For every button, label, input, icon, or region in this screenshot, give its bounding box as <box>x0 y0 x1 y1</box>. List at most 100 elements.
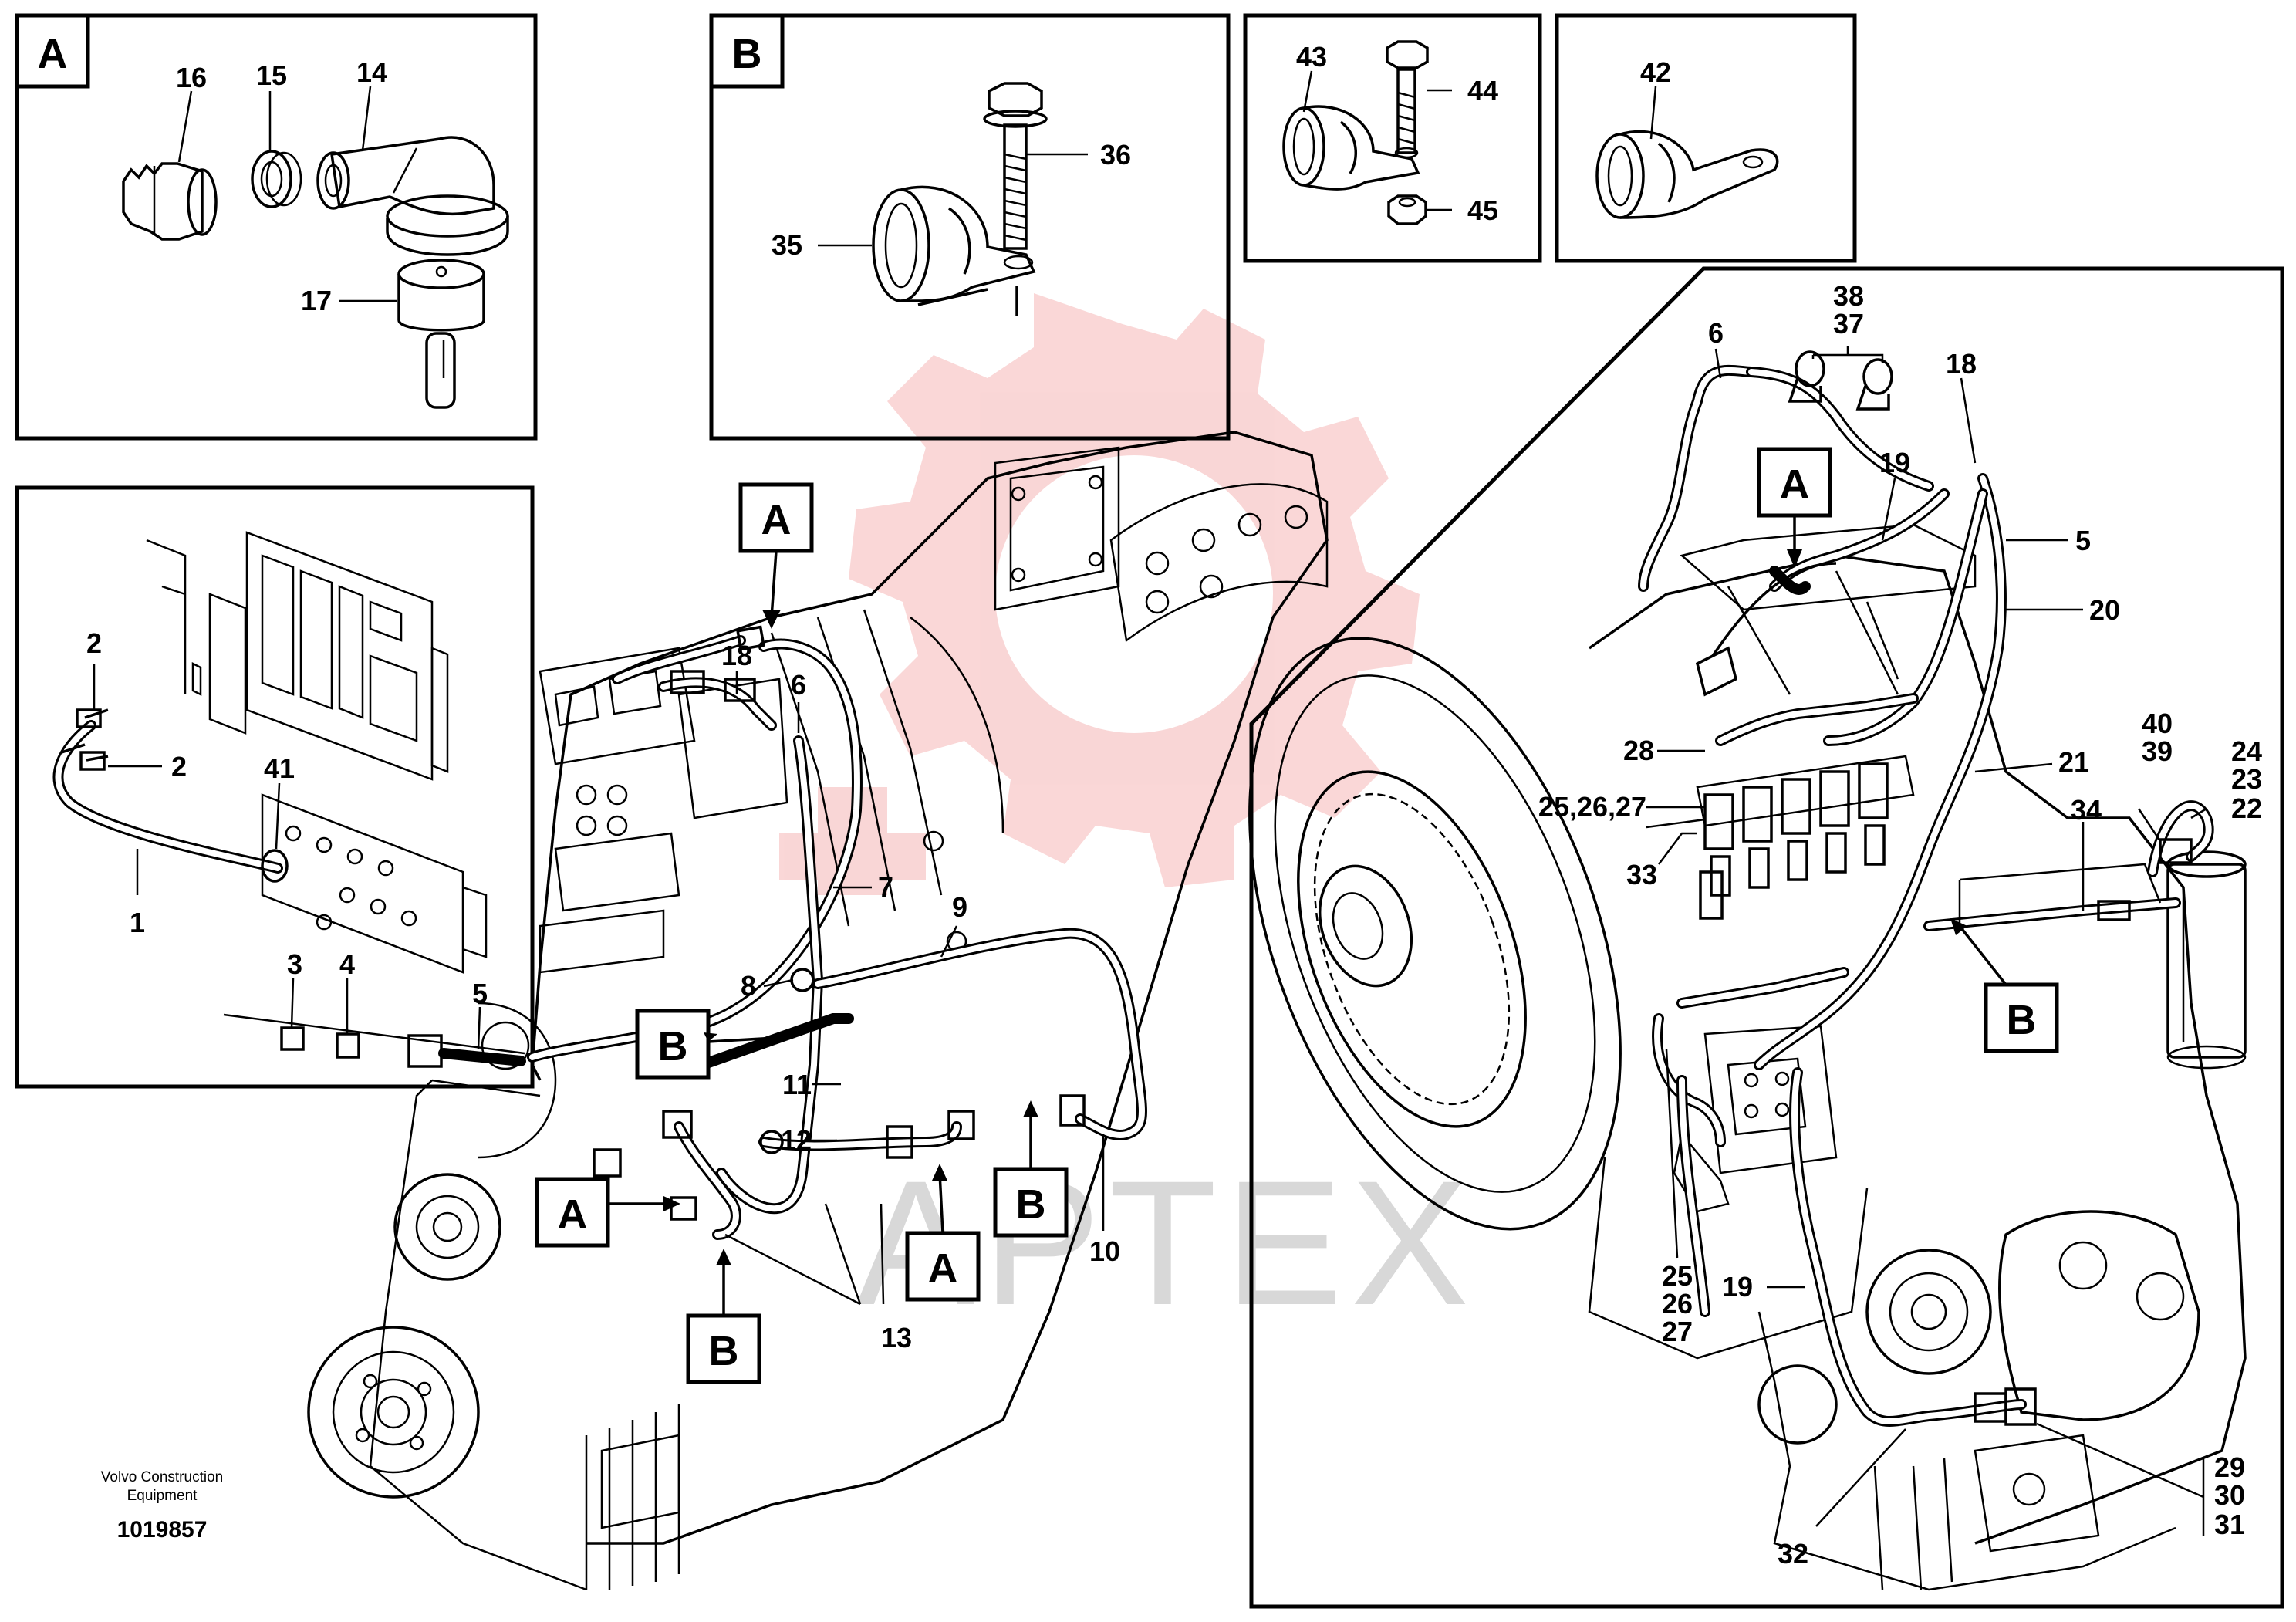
view-tag-b-left: B <box>635 1009 776 1080</box>
callout-23: 23 <box>2231 763 2262 795</box>
callout-13: 13 <box>881 1322 912 1353</box>
wire-harness-right <box>1638 364 2027 1427</box>
callout-37: 37 <box>1833 308 1864 340</box>
flange-bolt-ring <box>1109 483 1329 643</box>
callout-6-left: 6 <box>791 669 806 701</box>
callout-17: 17 <box>301 285 332 316</box>
svg-text:B: B <box>2007 997 2037 1043</box>
part-35-clamp <box>872 185 1036 316</box>
callout-19-lower: 19 <box>1722 1271 1753 1303</box>
callout-18-left: 18 <box>721 640 752 671</box>
watermark-gear <box>779 293 1420 895</box>
callout-2-upper: 2 <box>86 627 102 659</box>
connector-row <box>1696 693 1919 920</box>
view-tag-a-lower: A <box>535 1177 680 1248</box>
callout-35: 35 <box>772 229 802 261</box>
svg-text:A: A <box>761 497 792 543</box>
callout-2-lower: 2 <box>171 751 187 782</box>
callout-11: 11 <box>782 1069 812 1100</box>
callout-25-26-27-upper: 25,26,27 <box>1538 791 1646 823</box>
part-42-clip <box>1595 130 1779 219</box>
view-tag-b-lower: B <box>686 1249 761 1384</box>
callout-30: 30 <box>2214 1479 2245 1511</box>
callout-29: 29 <box>2214 1451 2245 1483</box>
part-17-cap <box>397 259 485 409</box>
part-15-seal-ring <box>251 150 302 208</box>
callout-6-right: 6 <box>1708 317 1724 349</box>
detail-frame-diagonal <box>1249 266 2284 1609</box>
callout-20: 20 <box>2089 594 2120 626</box>
callout-12: 12 <box>781 1124 812 1156</box>
hose-routing-left <box>527 635 1147 1240</box>
view-tag-b-center: B <box>993 1100 1069 1238</box>
part-16-nut <box>122 162 218 241</box>
callout-43: 43 <box>1296 41 1327 73</box>
harness-cable-1 <box>52 720 283 874</box>
drop-box <box>1757 1210 2200 1591</box>
callout-8: 8 <box>741 970 756 1002</box>
svg-text:B: B <box>1016 1181 1046 1228</box>
oil-filter <box>2166 850 2247 1070</box>
callout-15: 15 <box>256 59 287 91</box>
callout-22: 22 <box>2231 792 2262 824</box>
callout-44: 44 <box>1467 75 1498 106</box>
oil-pan-ribs <box>585 1404 680 1590</box>
callout-39: 39 <box>2142 735 2173 767</box>
illustration-number: 1019857 <box>117 1517 208 1543</box>
view-tag-a-top: A <box>738 482 814 629</box>
svg-text:A: A <box>928 1245 958 1292</box>
callout-31: 31 <box>2214 1509 2245 1540</box>
callout-45: 45 <box>1467 194 1498 226</box>
callout-21: 21 <box>2058 746 2089 778</box>
transmission-left-view: A B A B A B <box>307 431 1329 1591</box>
panel-b-view-tag <box>709 13 785 89</box>
transmission-right-detail: A B 38 37 6 18 19 5 20 <box>1248 266 2284 1609</box>
callout-25-lower: 25 <box>1662 1260 1693 1292</box>
detail-panel-clamp-bolt: 43 44 45 <box>1243 13 1542 263</box>
detail-panel-b: B 36 35 <box>709 13 1231 441</box>
callout-16: 16 <box>176 62 207 93</box>
connector-2-upper <box>76 708 102 728</box>
callout-28: 28 <box>1623 735 1654 766</box>
callout-1: 1 <box>130 907 145 938</box>
publisher-line-2: Equipment <box>127 1488 198 1504</box>
callout-18-right: 18 <box>1946 348 1977 380</box>
pump-housing <box>478 1002 557 1159</box>
callout-26-lower: 26 <box>1662 1288 1693 1320</box>
control-valve-block <box>539 647 788 974</box>
detail-panel-clip: 42 <box>1555 13 1857 263</box>
callout-36: 36 <box>1100 139 1131 171</box>
callout-19-upper: 19 <box>1879 447 1910 478</box>
svg-text:A: A <box>558 1191 588 1238</box>
callout-27-lower: 27 <box>1662 1316 1693 1347</box>
view-tag-a-right: A <box>1757 447 1832 568</box>
callout-3: 3 <box>287 948 302 980</box>
callout-33: 33 <box>1626 859 1657 890</box>
mounting-plate <box>261 793 488 974</box>
callout-5-right: 5 <box>2075 525 2091 556</box>
part-44-bolt <box>1386 40 1429 159</box>
panel-b-view-label: B <box>732 31 762 77</box>
output-flange-lower <box>307 1326 480 1499</box>
callout-10: 10 <box>1089 1235 1120 1267</box>
part-14-elbow-fitting <box>316 136 509 256</box>
svg-text:A: A <box>1780 461 1810 508</box>
part-45-nut <box>1387 194 1427 225</box>
connector-2-lower <box>79 751 106 771</box>
svg-text:B: B <box>658 1023 688 1070</box>
output-flange-upper <box>393 1173 501 1281</box>
clamps-37-38 <box>1788 350 1893 411</box>
converter-housing <box>1248 637 1622 1231</box>
callout-9: 9 <box>952 891 967 923</box>
callout-14: 14 <box>356 56 387 88</box>
svg-text:B: B <box>709 1328 739 1374</box>
callout-40: 40 <box>2142 708 2173 739</box>
callout-5: 5 <box>472 978 488 1009</box>
part-36-bolt <box>983 82 1048 250</box>
callout-4: 4 <box>339 948 355 980</box>
panel-a-view-label: A <box>38 31 68 77</box>
control-unit-board <box>146 531 449 781</box>
callout-34: 34 <box>2071 794 2102 826</box>
detail-panel-harness: 2 2 41 1 3 4 5 <box>15 485 535 1089</box>
